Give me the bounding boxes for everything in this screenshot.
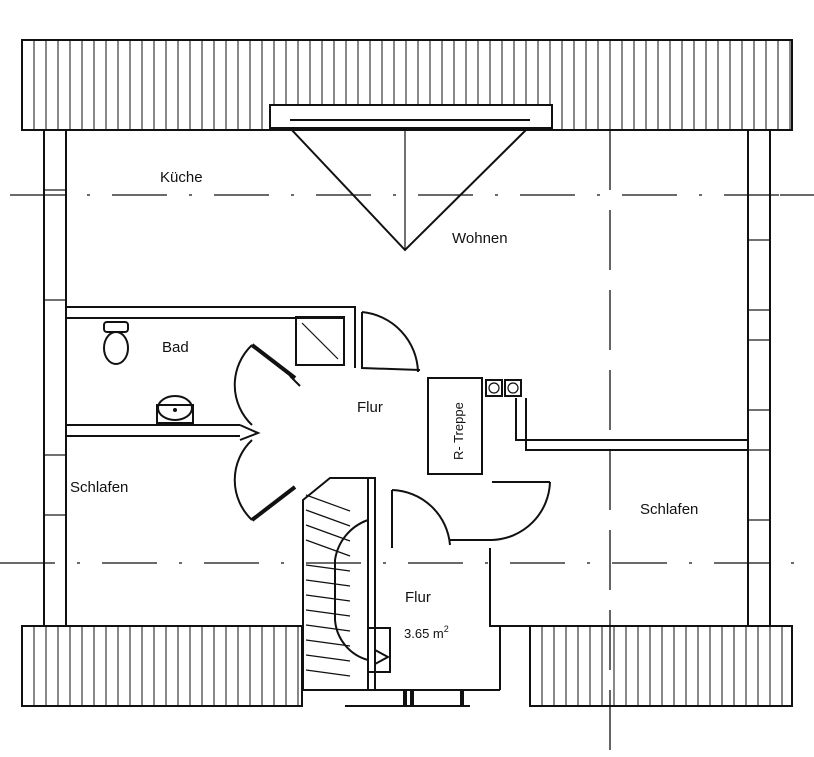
- stair-tread: [305, 609, 351, 617]
- stair-tread: [305, 594, 351, 602]
- label-flur-upper: Flur: [357, 399, 383, 416]
- dormer-triangle: [287, 127, 531, 252]
- label-r-treppe: R- Treppe: [451, 402, 466, 460]
- outer-walls: [43, 130, 771, 626]
- spiral-stair-block: [427, 377, 748, 475]
- arrow-icon: [374, 648, 391, 666]
- label-bad: Bad: [162, 339, 189, 356]
- label-flur-lower: Flur: [405, 589, 431, 606]
- toilet-icon: [103, 321, 129, 365]
- stair-tread: [305, 579, 351, 587]
- label-flur-area: 3.65 m2: [404, 624, 449, 641]
- bath-walls: [66, 306, 356, 437]
- tile-lines-top: [33, 40, 791, 130]
- stair-tread: [305, 564, 351, 572]
- tile-lines-bottom-left: [33, 626, 299, 706]
- lower-walls: [345, 548, 530, 707]
- stair-tread: [305, 524, 351, 542]
- stair-tread: [305, 509, 351, 527]
- roof-tiles-bottom-right: [529, 625, 793, 707]
- staircase: [302, 477, 500, 691]
- roof-tiles-top: [21, 39, 793, 131]
- stair-tread: [305, 654, 351, 662]
- stair-tread: [305, 639, 351, 647]
- stair-tread: [305, 669, 351, 677]
- stair-treads: [305, 494, 351, 677]
- hall-doors: [233, 311, 551, 548]
- stair-tread: [305, 624, 351, 632]
- roof-outline-top: [21, 39, 793, 131]
- label-schlafen-left: Schlafen: [70, 479, 128, 496]
- roof-tiles-bottom-left: [21, 625, 303, 707]
- stair-tread: [305, 494, 351, 512]
- roof-outline-bottom-right: [529, 625, 793, 707]
- shower-tray: [295, 316, 345, 366]
- sink-icon: [156, 395, 194, 424]
- section-lines: [0, 130, 814, 757]
- tile-lines-bottom-right: [541, 626, 783, 706]
- dormer-header: [269, 104, 553, 129]
- stair-tread: [305, 539, 351, 557]
- roof-outline-bottom-left: [21, 625, 303, 707]
- label-wohnen: Wohnen: [452, 230, 508, 247]
- label-kueche: Küche: [160, 169, 203, 186]
- label-schlafen-right: Schlafen: [640, 501, 698, 518]
